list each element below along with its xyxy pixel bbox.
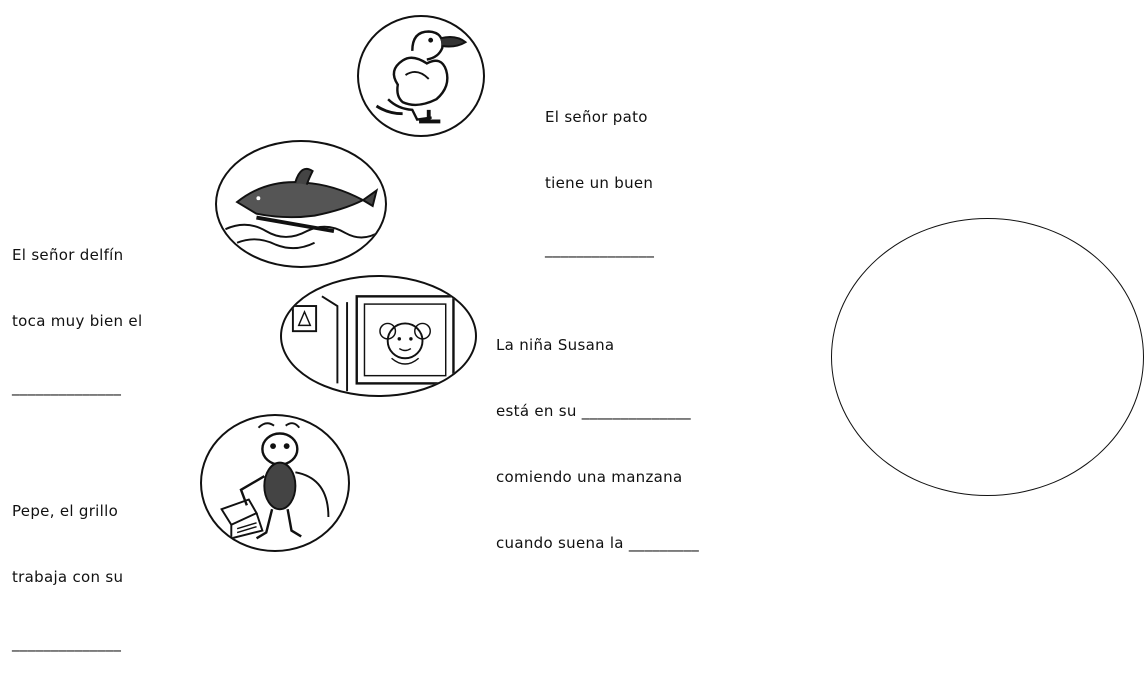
answer-blank: ______________ bbox=[12, 634, 122, 652]
cricket-picture bbox=[200, 414, 350, 552]
cricket-icon bbox=[220, 422, 330, 540]
cricket-sentence: Pepe, el grillo trabaja con su _________… bbox=[12, 502, 124, 652]
room-picture bbox=[280, 275, 477, 397]
dolphin-sentence: El señor delfín toca muy bien el _______… bbox=[12, 246, 143, 396]
answer-blank: está en su ______________ bbox=[496, 402, 691, 420]
room-icon bbox=[291, 295, 455, 392]
answer-blank: ______________ bbox=[545, 240, 655, 258]
susana-sentence: La niña Susana está en su ______________… bbox=[496, 336, 700, 552]
dolphin-picture bbox=[215, 140, 387, 268]
answer-blank: cuando suena la _________ bbox=[496, 534, 700, 552]
answer-blank: ______________ bbox=[12, 378, 122, 396]
drawing-circle bbox=[831, 218, 1144, 496]
duck-sentence: El señor pato tiene un buen ____________… bbox=[545, 108, 655, 258]
duck-icon bbox=[375, 30, 468, 124]
dolphin-icon bbox=[225, 167, 381, 250]
duck-picture bbox=[357, 15, 485, 137]
